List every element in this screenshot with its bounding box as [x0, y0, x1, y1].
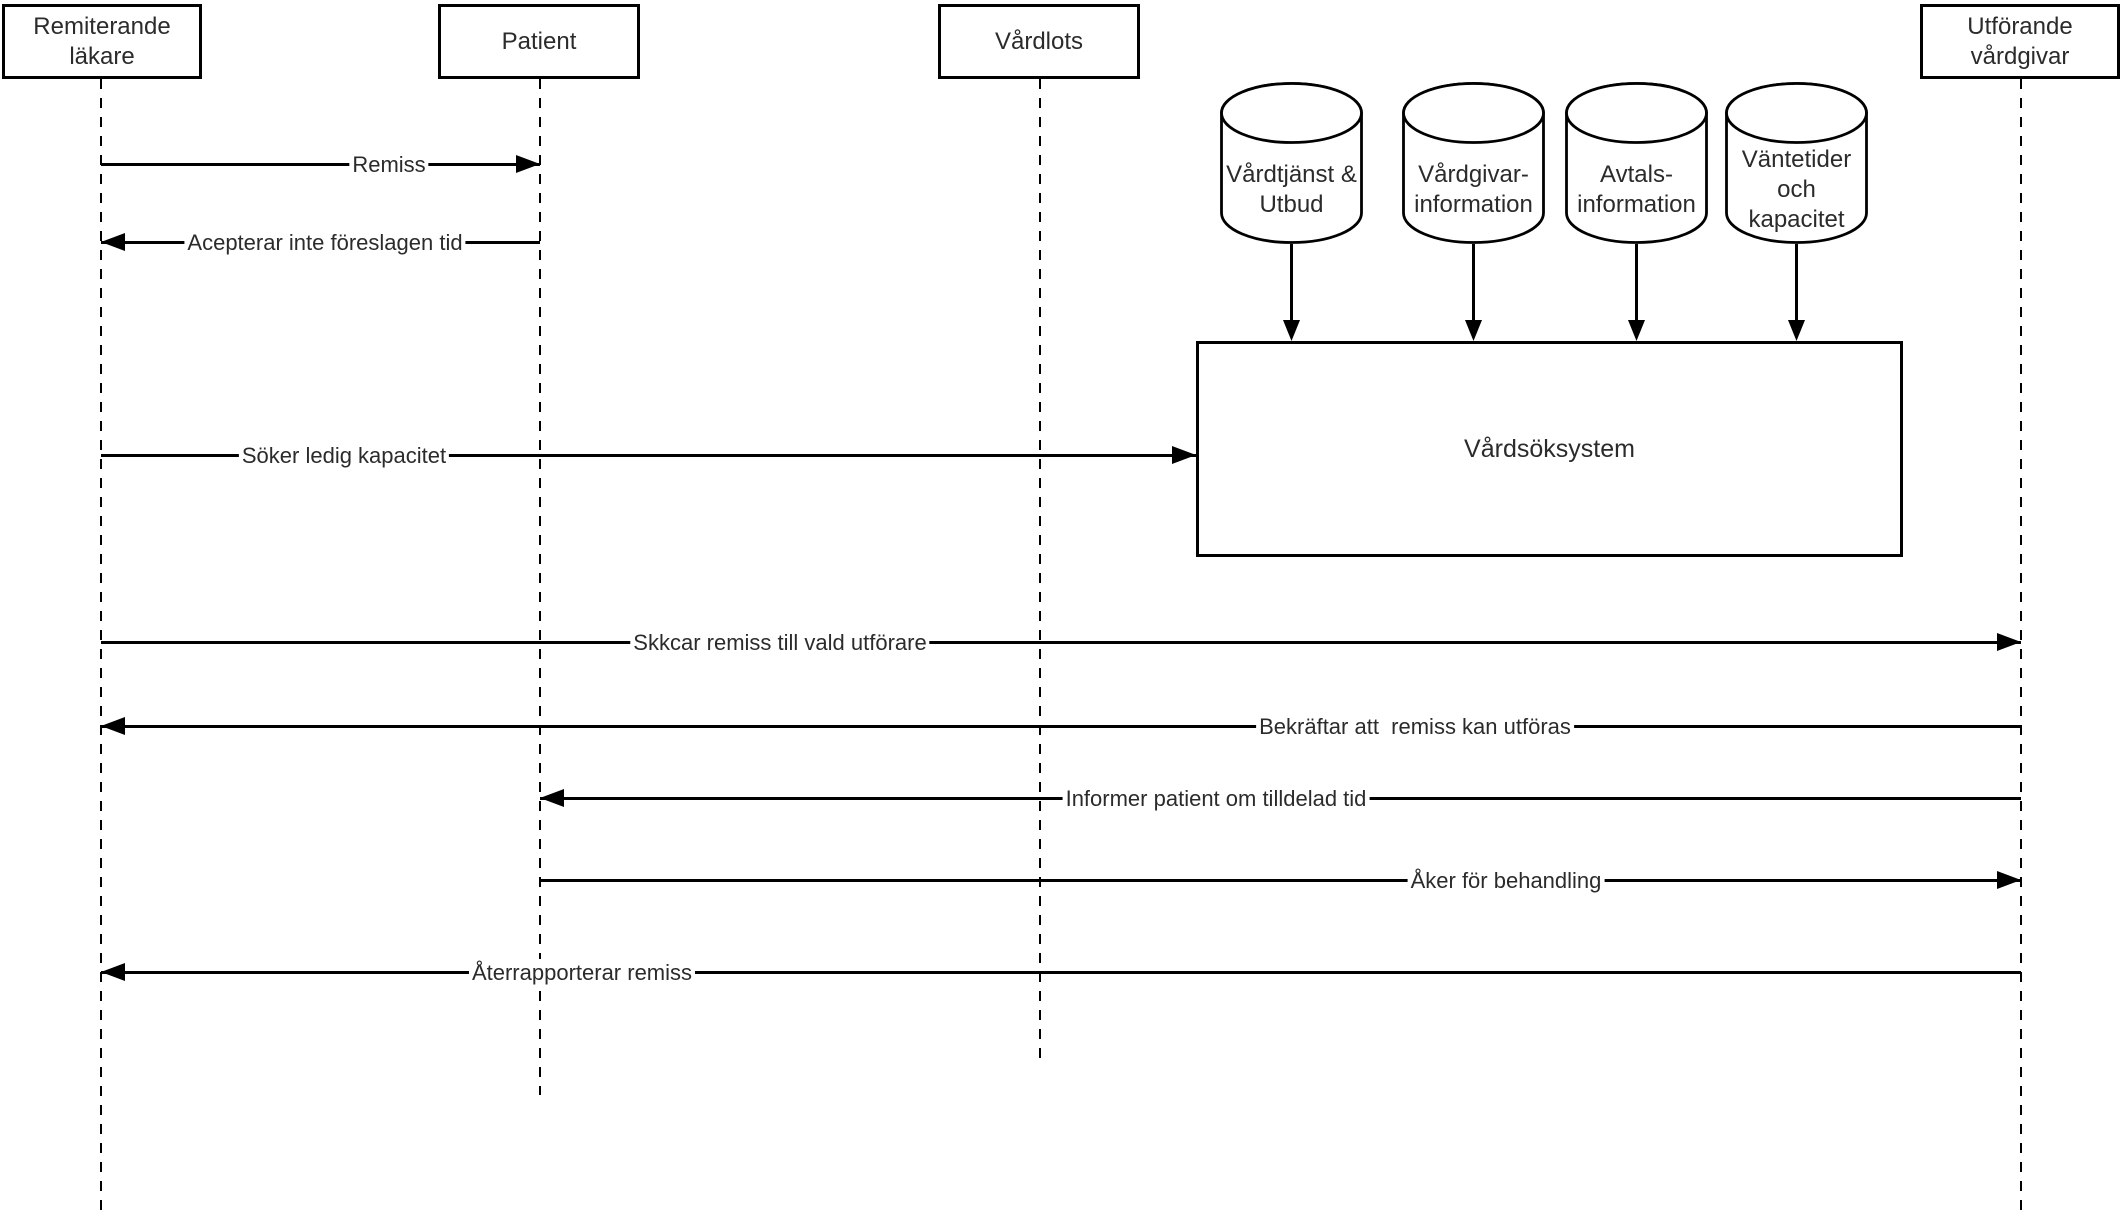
db-arrow-line-vantetider-kapacitet [1795, 244, 1798, 337]
database-label-line: information [1414, 191, 1533, 218]
message-8-arrowhead-icon [101, 963, 125, 981]
database-label-line: Avtals- [1600, 161, 1673, 188]
db-arrowhead-icon [1788, 320, 1805, 341]
message-8-line [101, 970, 2021, 974]
database-label-line: Vårdtjänst & [1226, 161, 1357, 188]
lifeline-remiterande-lakare [99, 79, 103, 1218]
message-3-label: Söker ledig kapacitet [238, 442, 450, 470]
db-arrow-line-vardtjanst-utbud [1290, 244, 1293, 337]
message-7-line [540, 878, 2021, 882]
system-box-label: Vårdsöksystem [1464, 434, 1635, 463]
db-arrow-line-avtals-information [1635, 244, 1638, 337]
message-4-label: Skkcar remiss till vald utförare [630, 629, 930, 657]
message-3-line [101, 453, 1196, 457]
database-cylinder-icon [1725, 82, 1868, 244]
message-1-label: Remiss [349, 151, 429, 179]
lifeline-vardlots [1038, 79, 1042, 1062]
database-label: Avtals-information [1565, 140, 1708, 240]
message-4-arrowhead-icon [1997, 633, 2021, 651]
actor-box-patient: Patient [438, 4, 640, 79]
actor-box-vardlots: Vårdlots [938, 4, 1140, 79]
database-vantetider-kapacitet: Väntetider och kapacitet [1725, 82, 1868, 244]
database-cylinder-icon [1402, 82, 1545, 244]
actor-label: Vårdlots [994, 27, 1084, 55]
database-label-line: Utbud [1259, 191, 1324, 218]
db-arrowhead-icon [1465, 320, 1482, 341]
database-vardgivar-information: Vårdgivar-information [1402, 82, 1545, 244]
message-5-label: Bekräftar att remiss kan utföras [1256, 713, 1574, 741]
database-label: Väntetider och kapacitet [1725, 140, 1868, 240]
actor-label: Utförande [1967, 12, 2073, 40]
db-arrowhead-icon [1283, 320, 1300, 341]
actor-label: läkare [69, 42, 135, 70]
database-label-line: och [1777, 176, 1816, 203]
database-label: Vårdgivar-information [1402, 140, 1545, 240]
database-cylinder-icon [1220, 82, 1363, 244]
db-arrow-line-vardgivar-information [1472, 244, 1475, 337]
message-8-label: Återrapporterar remiss [468, 959, 696, 987]
actor-label: Patient [501, 27, 577, 55]
database-cylinder-icon [1565, 82, 1708, 244]
message-2-label: Acepterar inte föreslagen tid [184, 229, 466, 257]
database-label-line: kapacitet [1748, 206, 1845, 233]
message-6-arrowhead-icon [540, 789, 564, 807]
database-vardtjanst-utbud: Vårdtjänst & Utbud [1220, 82, 1363, 244]
lifeline-patient [538, 79, 542, 1095]
message-2-arrowhead-icon [101, 233, 125, 251]
database-label-line: Vårdgivar- [1418, 161, 1529, 188]
lifeline-utforande-vardgivar [2019, 79, 2023, 1212]
database-label: Vårdtjänst & Utbud [1220, 140, 1363, 240]
database-label-line: information [1577, 191, 1696, 218]
actor-label: Remiterande [33, 12, 171, 40]
message-7-arrowhead-icon [1997, 871, 2021, 889]
db-arrowhead-icon [1628, 320, 1645, 341]
message-1-line [101, 162, 540, 166]
actor-label: vårdgivar [1970, 42, 2070, 70]
message-5-line [101, 724, 2021, 728]
database-avtals-information: Avtals-information [1565, 82, 1708, 244]
message-3-arrowhead-icon [1172, 446, 1196, 464]
system-box-vardsoksystem: Vårdsöksystem [1196, 341, 1903, 557]
message-7-label: Åker för behandling [1407, 867, 1605, 895]
database-label-line: Väntetider [1741, 146, 1852, 173]
message-1-arrowhead-icon [516, 155, 540, 173]
message-4-line [101, 640, 2021, 644]
message-5-arrowhead-icon [101, 717, 125, 735]
message-6-label: Informer patient om tilldelad tid [1062, 785, 1370, 813]
